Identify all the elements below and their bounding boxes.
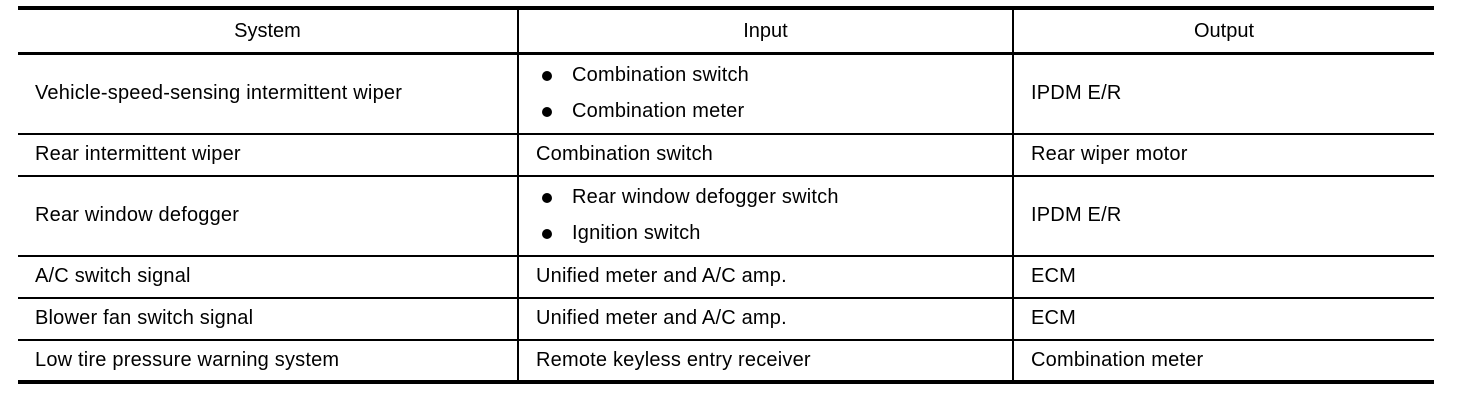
output-cell: ECM [1012,297,1434,341]
output-cell: IPDM E/R [1012,53,1434,135]
system-cell: Rear intermittent wiper [18,133,518,177]
bullet-icon [542,192,552,203]
input-item: Combination switch [542,64,1004,87]
output-cell: IPDM E/R [1012,175,1434,257]
system-cell: Low tire pressure warning system [35,348,340,371]
bullet-icon [542,106,552,117]
input-item-label: Ignition switch [572,222,701,244]
input-bullet-list: Rear window defogger switch Ignition swi… [536,186,1004,245]
output-cell: ECM [1012,255,1434,299]
input-cell: Combination switch Combination meter [517,53,1013,135]
input-bullet-list: Combination switch Combination meter [536,64,1004,123]
system-cell: A/C switch signal [18,255,518,299]
system-cell: Rear window defogger [18,175,518,257]
output-cell: Rear wiper motor [1012,133,1434,177]
input-cell: Combination switch [517,133,1013,177]
input-item-label: Rear window defogger switch [572,186,839,208]
system-cell: Blower fan switch signal [18,297,518,341]
bullet-icon [542,228,552,239]
input-item: Combination meter [542,100,1004,123]
input-cell: Unified meter and A/C amp. [517,255,1013,299]
table-row: Blower fan switch signal Unified meter a… [18,297,1434,341]
header-output: Output [1012,8,1434,55]
table-row: Low tire pressure warning system Remote … [18,339,1434,382]
header-input: Input [517,8,1013,55]
table-row: Rear intermittent wiper Combination swit… [18,133,1434,177]
input-cell: Rear window defogger switch Ignition swi… [517,175,1013,257]
input-cell: Remote keyless entry receiver [517,339,1013,382]
input-item-label: Combination meter [572,100,745,123]
system-cell: Vehicle-speed-sensing intermittent wiper [18,53,518,135]
input-item: Ignition switch [542,222,1004,245]
table-row: Vehicle-speed-sensing intermittent wiper… [18,53,1434,135]
header-row: System Input Output [18,8,1434,55]
system-input-output-table: System Input Output Vehicle-speed-sensin… [18,6,1434,384]
output-cell: Combination meter [1012,339,1434,382]
table-row: A/C switch signal Unified meter and A/C … [18,255,1434,299]
header-system: System [18,8,518,55]
table-row: Rear window defogger Rear window defogge… [18,175,1434,257]
bullet-icon [542,70,552,81]
input-item-label: Combination switch [572,64,750,87]
input-cell: Unified meter and A/C amp. [517,297,1013,341]
input-item: Rear window defogger switch [542,186,1004,209]
